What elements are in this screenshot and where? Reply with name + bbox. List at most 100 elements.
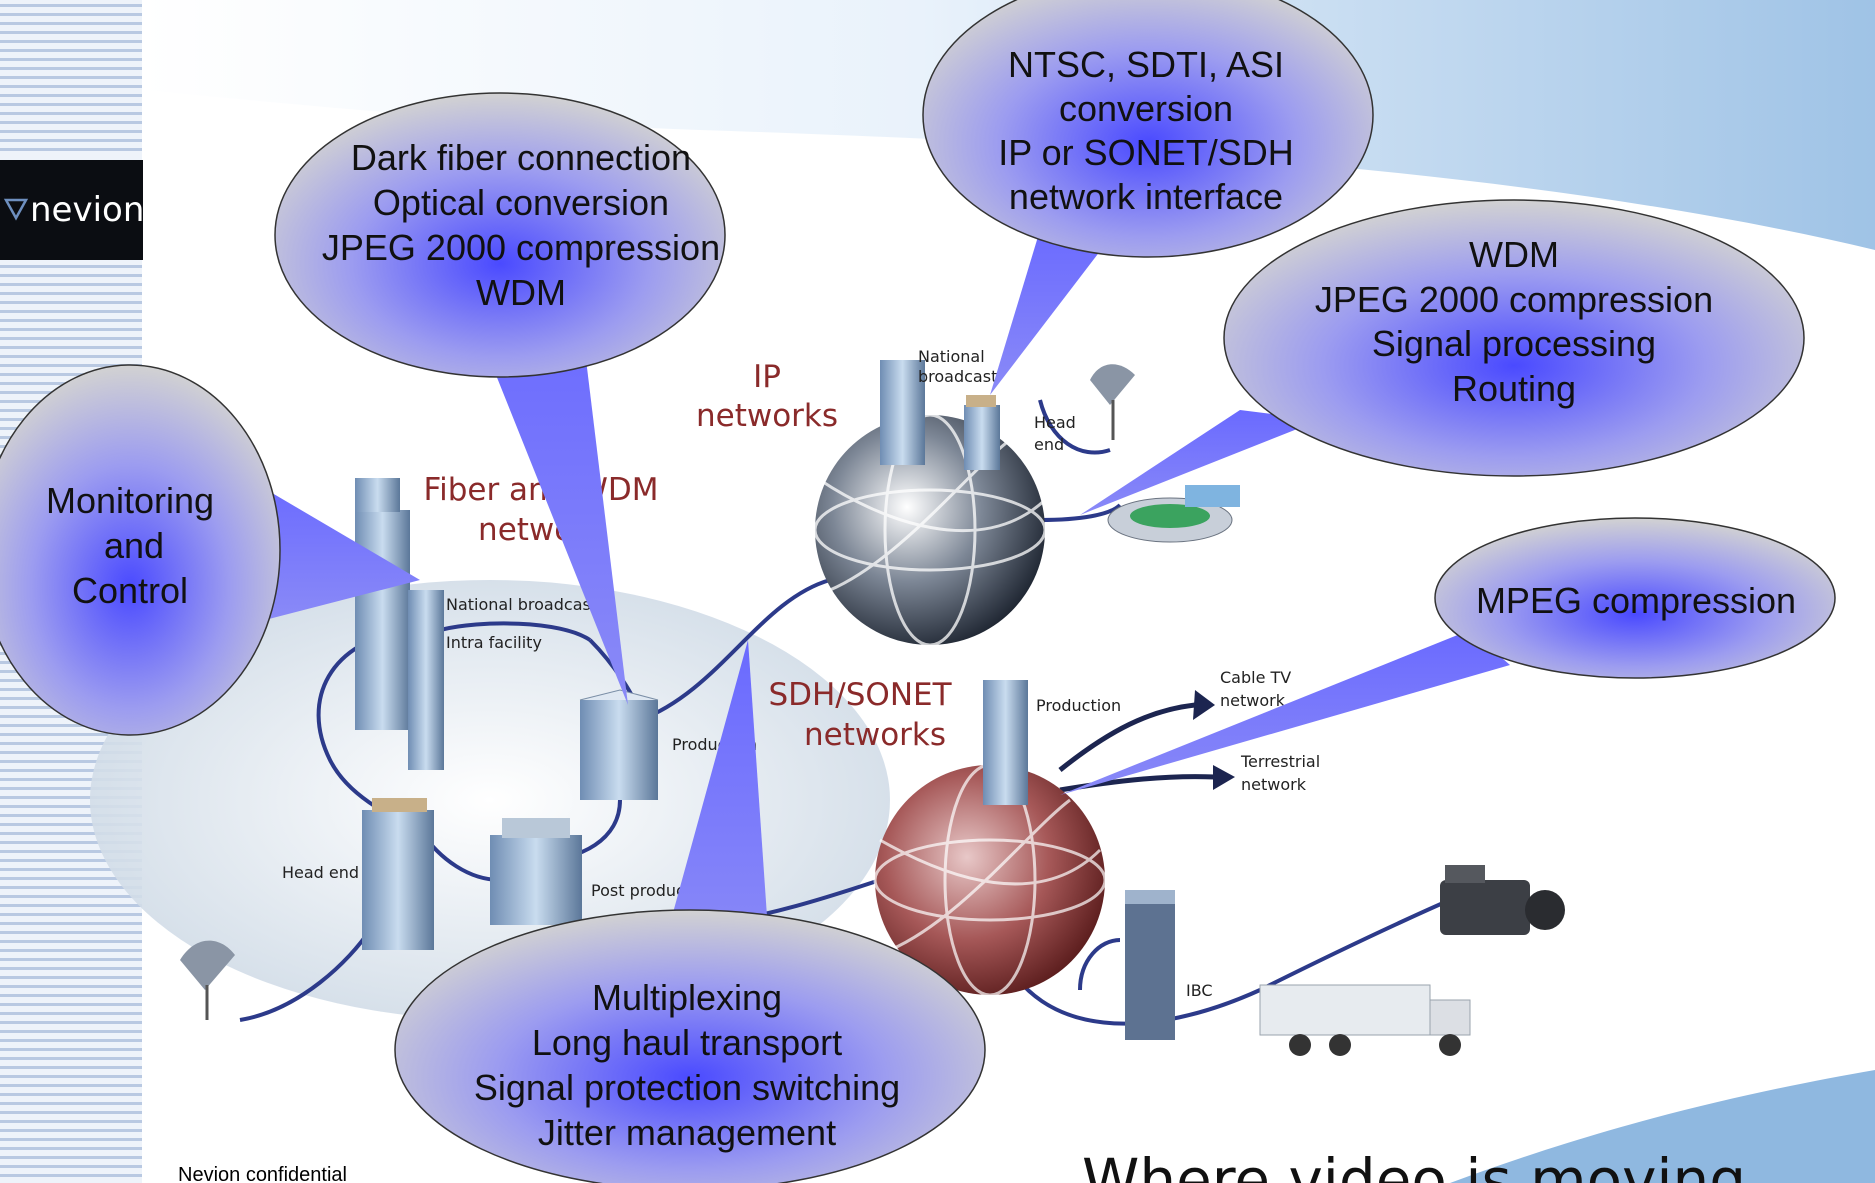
stripe-line: [0, 283, 142, 286]
stripe-line: [0, 355, 142, 358]
stripe-line: [0, 850, 142, 853]
mpeg-line1: MPEG compression: [1476, 580, 1796, 621]
stripe-line: [0, 1012, 142, 1015]
stripe-line: [0, 22, 142, 25]
label-national-top-2: broadcast: [918, 367, 997, 386]
callout-ntsc-conversion: NTSC, SDTI, ASI conversion IP or SONET/S…: [922, 0, 1374, 395]
stripe-line: [0, 67, 142, 70]
stripe-line: [0, 85, 142, 88]
stripe-line: [0, 265, 142, 268]
label-head-end-left: Head end: [282, 863, 359, 882]
stripe-line: [0, 112, 142, 115]
ntsc-line4: network interface: [1009, 176, 1283, 217]
sdh-networks-label-line2: networks: [804, 717, 946, 753]
ntsc-line1: NTSC, SDTI, ASI: [1008, 44, 1284, 85]
stadium-icon: [1107, 485, 1240, 543]
stripe-line: [0, 751, 142, 754]
sdh-networks-label-line1: SDH/SONET: [768, 677, 952, 713]
stripe-line: [0, 1156, 142, 1159]
stripe-line: [0, 274, 142, 277]
arrow-head-terrestrial: [1213, 765, 1235, 790]
stripe-line: [0, 301, 142, 304]
stripe-line: [0, 1174, 142, 1177]
stripe-line: [0, 994, 142, 997]
logo-triangle-icon: [3, 198, 29, 221]
stripe-line: [0, 922, 142, 925]
callout-dark-fiber: Dark fiber connection Optical conversion…: [274, 92, 726, 705]
stripe-line: [0, 1120, 142, 1123]
stripe-line: [0, 76, 142, 79]
stripe-line: [0, 1147, 142, 1150]
stripe-line: [0, 958, 142, 961]
dark-fiber-line1: Dark fiber connection: [351, 137, 691, 178]
ip-networks-label-line1: IP: [753, 359, 781, 395]
stripe-line: [0, 832, 142, 835]
stripe-line: [0, 319, 142, 322]
stripe-line: [0, 1066, 142, 1069]
wdm-line2: JPEG 2000 compression: [1315, 279, 1713, 320]
callout-mpeg: MPEG compression: [1060, 517, 1836, 795]
stripe-line: [0, 1129, 142, 1132]
stripe-line: [0, 1021, 142, 1024]
stripe-line: [0, 877, 142, 880]
stripe-line: [0, 4, 142, 7]
wdm-line1: WDM: [1469, 234, 1559, 275]
stripe-line: [0, 769, 142, 772]
monitoring-line2: and: [104, 525, 164, 566]
tv-camera-icon: [1440, 865, 1565, 935]
building-production-right: [983, 680, 1028, 805]
stripe-line: [0, 949, 142, 952]
stripe-line: [0, 58, 142, 61]
stripe-line: [0, 1075, 142, 1078]
callout-wdm-routing: WDM JPEG 2000 compression Signal process…: [1080, 199, 1805, 515]
label-terrestrial-1: Terrestrial: [1240, 752, 1320, 771]
stripe-line: [0, 373, 142, 376]
label-head-end-top-2: end: [1034, 435, 1064, 454]
stripe-line: [0, 859, 142, 862]
stripe-line: [0, 1057, 142, 1060]
ip-networks-label-line2: networks: [696, 398, 838, 434]
building-ibc: [1125, 890, 1175, 1040]
stripe-line: [0, 841, 142, 844]
stripe-line: [0, 40, 142, 43]
stripe-line: [0, 913, 142, 916]
stripe-line: [0, 1048, 142, 1051]
stripe-line: [0, 13, 142, 16]
stripe-line: [0, 94, 142, 97]
stripe-line: [0, 328, 142, 331]
dark-fiber-line2: Optical conversion: [373, 182, 669, 223]
stripe-line: [0, 31, 142, 34]
stripe-line: [0, 1084, 142, 1087]
ntsc-line2: conversion: [1059, 88, 1233, 129]
satellite-dish-bottom-icon: [180, 940, 235, 1020]
stripe-line: [0, 139, 142, 142]
label-production-right: Production: [1036, 696, 1121, 715]
callout-monitoring-control: Monitoring and Control: [0, 364, 420, 736]
stripe-line: [0, 1138, 142, 1141]
arrow-head-cable: [1193, 690, 1215, 720]
building-production-left: [579, 689, 659, 800]
logo-text: nevion: [30, 190, 144, 230]
stripe-line: [0, 985, 142, 988]
stripe-line: [0, 337, 142, 340]
stripe-line: [0, 796, 142, 799]
stripe-line: [0, 49, 142, 52]
dark-fiber-line4: WDM: [476, 272, 566, 313]
stripe-line: [0, 1093, 142, 1096]
stripe-line: [0, 364, 142, 367]
monitoring-line1: Monitoring: [46, 480, 214, 521]
broadcast-truck-icon: [1259, 984, 1471, 1056]
corner-swoosh: [1450, 1070, 1875, 1183]
stripe-line: [0, 346, 142, 349]
stripe-line: [0, 1039, 142, 1042]
label-national-top-1: National: [918, 347, 985, 366]
stripe-line: [0, 778, 142, 781]
dark-fiber-line3: JPEG 2000 compression: [322, 227, 720, 268]
stripe-line: [0, 130, 142, 133]
stripe-line: [0, 976, 142, 979]
stripe-line: [0, 805, 142, 808]
nevion-logo: nevion: [0, 160, 144, 260]
wdm-line4: Routing: [1452, 368, 1576, 409]
confidential-note: Nevion confidential: [178, 1164, 347, 1183]
stripe-line: [0, 931, 142, 934]
